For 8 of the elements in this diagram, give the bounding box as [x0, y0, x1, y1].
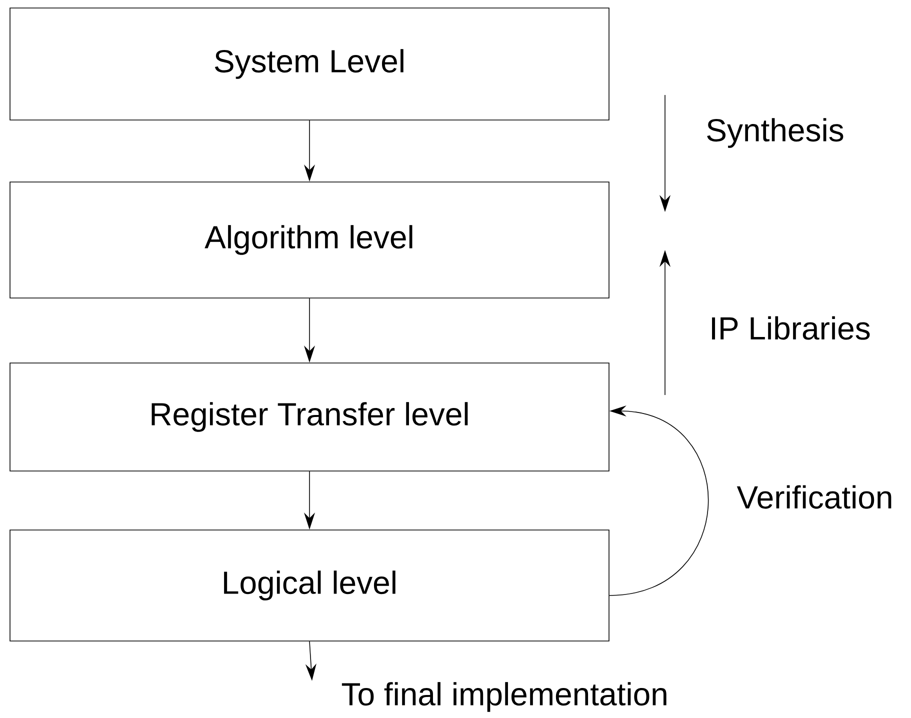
- annotation-label: Synthesis: [707, 118, 844, 148]
- edge-label: Verification: [736, 485, 892, 509]
- level-box: Algorithm level: [10, 182, 610, 298]
- level-box: Register Transfer level: [10, 362, 610, 472]
- level-box: System Level: [10, 8, 610, 120]
- level-box: Logical level: [10, 530, 610, 642]
- annotation-label: IP Libraries: [712, 316, 870, 340]
- text-label: To final implementation: [342, 682, 666, 712]
